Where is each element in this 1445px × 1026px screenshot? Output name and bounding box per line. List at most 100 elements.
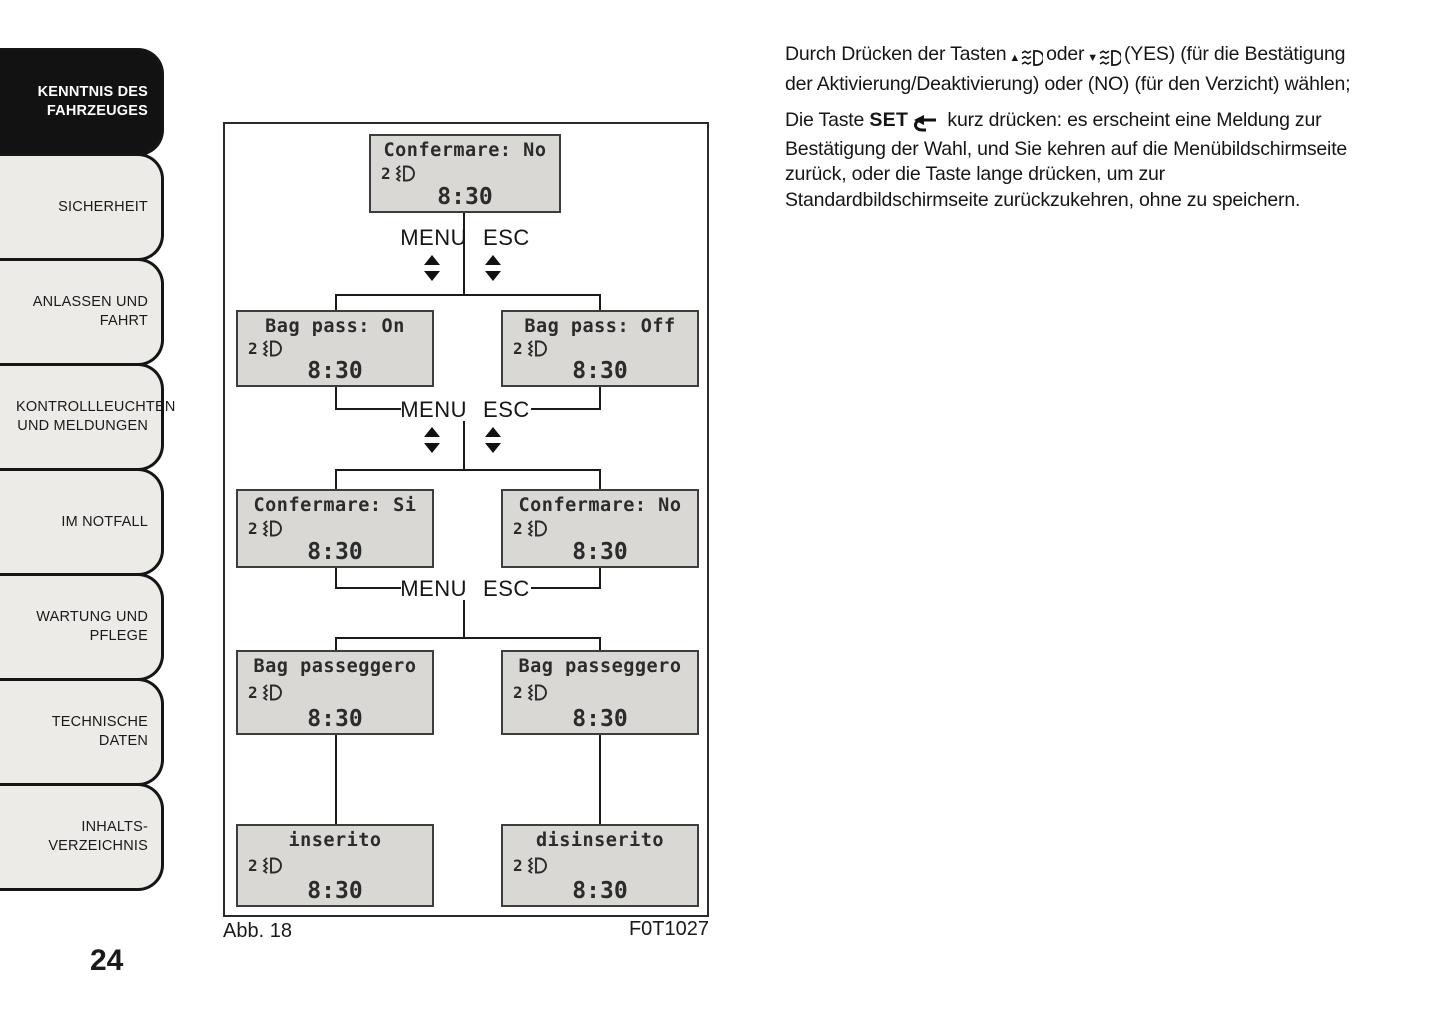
sidebar-tab-label: IM NOTFALL [61, 513, 148, 530]
display-screen: Bag pass: Off 2 8:30 [501, 310, 699, 387]
low-beam-headlight-icon [524, 857, 548, 874]
connector-line [335, 408, 401, 410]
screen-clock: 8:30 [437, 184, 493, 210]
display-screen: inserito 2 8:30 [236, 824, 434, 907]
connector-line [599, 294, 601, 310]
connector-line [335, 568, 337, 589]
display-screen: Confermare: Si 2 8:30 [236, 489, 434, 568]
screen-clock: 8:30 [307, 878, 363, 904]
connector-line [335, 469, 337, 489]
text-segment: kurz drücken: es erscheint eine Meldung … [785, 109, 1348, 211]
screen-title: Confermare: No [383, 140, 547, 161]
sidebar-tab-label: KENNTNIS DES FAHRZEUGES [37, 84, 148, 119]
low-beam-headlight-icon [524, 520, 548, 537]
menu-button-label: MENU [400, 225, 468, 250]
down-triangle-icon [485, 443, 501, 453]
sidebar: KENNTNIS DES FAHRZEUGES SICHERHEIT ANLAS… [0, 48, 175, 891]
connector-line [599, 568, 601, 589]
connector-line [531, 408, 601, 410]
display-screen: Bag pass: On 2 8:30 [236, 310, 434, 387]
gear-indicator: 2 [248, 682, 258, 702]
connector-line [599, 637, 601, 650]
up-triangle-icon [485, 427, 501, 437]
esc-button-label: ESC [483, 397, 530, 422]
up-triangle-icon [485, 255, 501, 265]
screen-clock: 8:30 [572, 706, 628, 732]
low-beam-headlight-icon [524, 340, 548, 357]
connector-line [599, 735, 601, 824]
up-triangle-icon: ▲ [1009, 52, 1021, 64]
low-beam-headlight-icon [524, 684, 548, 701]
sidebar-tab-label: TECHNISCHE DATEN [51, 714, 148, 749]
low-beam-headlight-icon [259, 340, 283, 357]
screen-status-row: 2 [513, 520, 691, 537]
low-beam-headlight-icon [259, 684, 283, 701]
display-screen: disinserito 2 8:30 [501, 824, 699, 907]
connector-line [335, 735, 337, 824]
screen-status-row: 2 [248, 857, 426, 874]
gear-indicator: 2 [248, 518, 258, 538]
paragraph-set-button: Die Taste SET kurz drücken: es erscheint… [785, 108, 1373, 213]
connector-line [599, 469, 601, 489]
display-screen: Confermare: No 2 8:30 [369, 134, 561, 213]
connector-line [599, 387, 601, 410]
screen-clock: 8:30 [572, 358, 628, 384]
connector-line [335, 294, 337, 310]
menu-button-label: MENU [400, 397, 468, 422]
esc-button-label: ESC [483, 576, 530, 601]
screen-status-row: 2 [513, 684, 691, 701]
low-beam-headlight-icon [392, 165, 416, 182]
display-screen: Confermare: No 2 8:30 [501, 489, 699, 568]
down-triangle-icon [424, 271, 440, 281]
display-screen: Bag passeggero 2 8:30 [501, 650, 699, 735]
screen-title: disinserito [535, 830, 665, 851]
sidebar-tab-kenntnis-des-fahrzeuges: KENNTNIS DES FAHRZEUGES [0, 48, 164, 156]
gear-indicator: 2 [381, 163, 391, 183]
down-triangle-icon [485, 271, 501, 281]
connector-line [531, 587, 601, 589]
screen-status-row: 2 [381, 165, 553, 182]
screen-clock: 8:30 [572, 539, 628, 565]
sidebar-tab-label: ANLASSEN UND FAHRT [32, 294, 148, 329]
screen-status-row: 2 [513, 857, 691, 874]
screen-title: Confermare: No [518, 495, 682, 516]
screen-status-row: 2 [248, 340, 426, 357]
connector-line [463, 213, 465, 294]
connector-line [335, 387, 337, 410]
screen-title: Bag passeggero [518, 656, 682, 677]
gear-indicator: 2 [248, 338, 258, 358]
screen-status-row: 2 [248, 520, 426, 537]
screen-title: inserito [288, 830, 382, 851]
gear-indicator: 2 [248, 855, 258, 875]
menu-esc-labels: MENU ESC [225, 225, 705, 251]
screen-title: Confermare: Si [253, 495, 417, 516]
connector-line [335, 294, 601, 296]
connector-line [335, 637, 337, 650]
up-down-arrows-icon [424, 427, 440, 453]
text-segment: Die Taste [785, 109, 865, 131]
gear-indicator: 2 [513, 338, 523, 358]
connector-line [335, 469, 601, 471]
figure-frame: Confermare: No 2 8:30 MENU ESC [223, 122, 709, 917]
up-triangle-icon [424, 255, 440, 265]
esc-button-label: ESC [483, 225, 530, 250]
text-segment: Durch Drücken der Tasten [785, 43, 1007, 65]
figure-code: F0T1027 [628, 918, 709, 940]
sidebar-tab-kontrollleuchten: KONTROLLLEUCHTEN UND MELDUNGEN [0, 363, 175, 471]
sidebar-tab-anlassen-und-fahrt: ANLASSEN UND FAHRT [0, 258, 164, 366]
connector-line [463, 600, 465, 638]
sidebar-tab-wartung-und-pflege: WARTUNG UND PFLEGE [0, 573, 164, 681]
screen-status-row: 2 [248, 684, 426, 701]
sidebar-tab-inhaltsverzeichnis: INHALTS- VERZEICHNIS [0, 783, 164, 891]
connector-line [463, 421, 465, 469]
return-arrow-icon [911, 111, 939, 137]
set-button-label: SET [869, 109, 909, 131]
up-down-arrows-icon [485, 255, 501, 281]
screen-clock: 8:30 [307, 706, 363, 732]
gear-indicator: 2 [513, 518, 523, 538]
up-down-arrows-icon [485, 427, 501, 453]
screen-clock: 8:30 [307, 539, 363, 565]
page-number: 24 [90, 944, 124, 977]
display-screen: Bag passeggero 2 8:30 [236, 650, 434, 735]
